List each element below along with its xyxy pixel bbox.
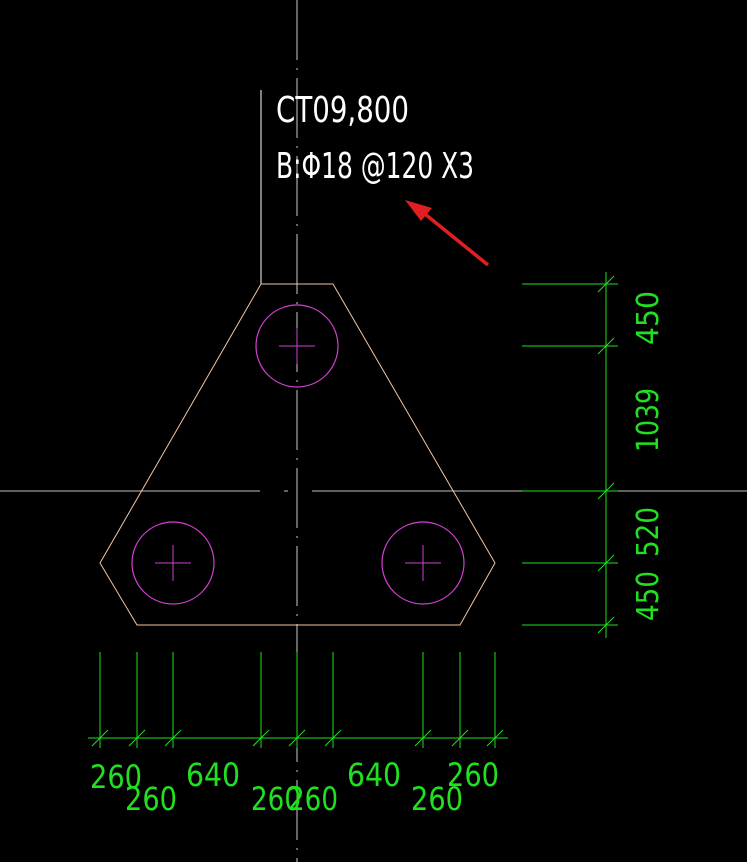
vertical-dimension-chain <box>522 272 618 638</box>
dim-h-260-1: 260 <box>90 758 142 796</box>
dim-h-640-1: 640 <box>186 756 240 794</box>
dim-h-260-3: 260 <box>251 780 301 818</box>
pile-cap-outline <box>99 283 496 626</box>
dim-h-260-5: 260 <box>411 780 463 818</box>
dim-h-640-2: 640 <box>347 756 401 794</box>
dim-v-450-bottom: 450 <box>631 571 666 621</box>
dim-h-260-2: 260 <box>125 780 177 818</box>
pile-top <box>255 304 339 388</box>
reinforcement-label: B:Φ18 @120 X3 <box>276 146 474 187</box>
pile-right <box>381 521 465 605</box>
pile-left <box>131 521 215 605</box>
dim-h-260-6: 260 <box>447 756 499 794</box>
cap-name-label: CT09,800 <box>276 90 409 131</box>
dim-v-450-top: 450 <box>631 291 666 345</box>
red-arrow-icon <box>405 200 490 267</box>
dim-v-1039: 1039 <box>631 388 666 452</box>
dim-h-260-4: 260 <box>288 780 338 818</box>
dim-v-520: 520 <box>631 507 666 557</box>
horizontal-dimension-chain <box>88 652 508 748</box>
